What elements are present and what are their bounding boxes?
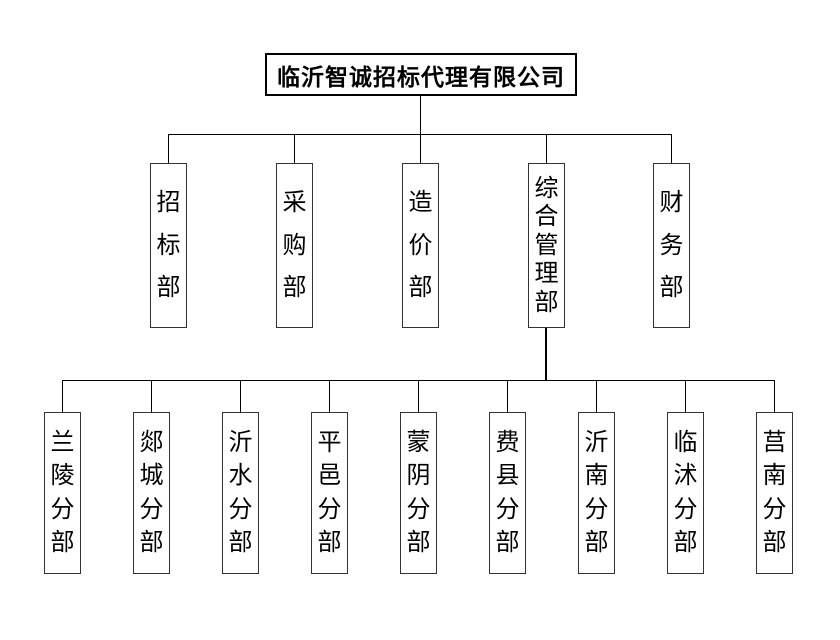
branch-node-tancheng: 郯城分部 (133, 412, 170, 574)
connector-drop-dept-2 (294, 134, 295, 163)
connector-drop-branch-6 (507, 380, 508, 412)
branch-node-feixian: 费县分部 (489, 412, 526, 574)
dept-node-caigou: 采购部 (276, 163, 313, 328)
dept-node-zaojia: 造价部 (402, 163, 439, 328)
connector-drop-branch-2 (151, 380, 152, 412)
connector-drop-branch-5 (418, 380, 419, 412)
branch-node-mengyin: 蒙阴分部 (400, 412, 437, 574)
connector-drop-dept-5 (671, 134, 672, 163)
connector-drop-branch-1 (62, 380, 63, 412)
branch-node-linshu: 临沭分部 (667, 412, 704, 574)
connector-management-stem (545, 328, 547, 380)
branch-node-junan: 莒南分部 (756, 412, 793, 574)
dept-node-zonghe-guanli: 综合管理部 (528, 163, 565, 328)
connector-drop-branch-7 (596, 380, 597, 412)
connector-root-stem (420, 96, 421, 134)
connector-drop-dept-1 (168, 134, 169, 163)
branch-node-yishui: 沂水分部 (222, 412, 259, 574)
branch-node-lanling: 兰陵分部 (44, 412, 81, 574)
branch-node-yinan: 沂南分部 (578, 412, 615, 574)
root-node-company: 临沂智诚招标代理有限公司 (265, 53, 577, 96)
connector-drop-branch-3 (240, 380, 241, 412)
branch-node-pingyi: 平邑分部 (311, 412, 348, 574)
connector-drop-dept-4 (546, 134, 547, 163)
connector-drop-branch-4 (329, 380, 330, 412)
connector-drop-branch-8 (685, 380, 686, 412)
connector-drop-dept-3 (420, 134, 421, 163)
root-node-label: 临沂智诚招标代理有限公司 (277, 63, 565, 90)
dept-node-caiwu: 财务部 (653, 163, 690, 328)
dept-node-zhaobiao: 招标部 (150, 163, 187, 328)
connector-drop-branch-9 (774, 380, 775, 412)
